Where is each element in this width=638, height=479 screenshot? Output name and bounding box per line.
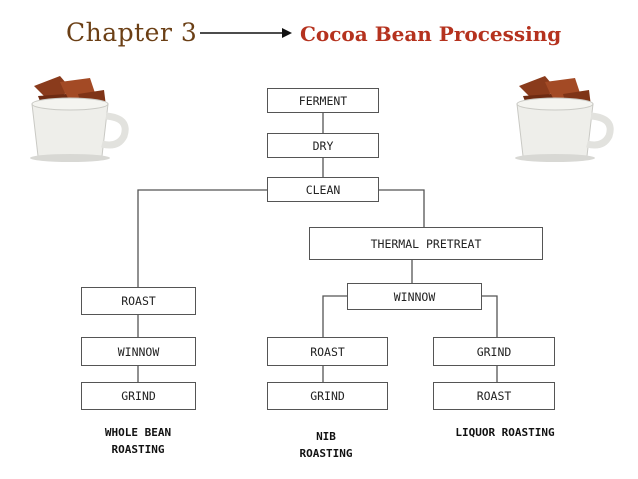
cocoa-cup-icon [515, 76, 614, 162]
step-grind-right: GRIND [433, 337, 555, 366]
step-roast-mid: ROAST [267, 337, 388, 366]
step-dry: DRY [267, 133, 379, 158]
label-line: NIB [316, 430, 336, 443]
arrow-right-icon [200, 28, 292, 38]
step-roast-right: ROAST [433, 382, 555, 410]
step-thermal-pretreat: THERMAL PRETREAT [309, 227, 543, 260]
label-line: WHOLE BEAN [104, 426, 172, 439]
step-roast-left: ROAST [81, 287, 196, 315]
step-winnow-left: WINNOW [81, 337, 196, 366]
label-line: ROASTING [111, 443, 165, 456]
step-ferment: FERMENT [267, 88, 379, 113]
cocoa-cup-icon [30, 76, 129, 162]
label-nib-roasting: NIB ROASTING [276, 428, 376, 462]
step-clean: CLEAN [267, 177, 379, 202]
label-line: ROASTING [299, 447, 353, 460]
chapter-title: Chapter 3 [66, 18, 198, 47]
label-whole-bean-roasting: WHOLE BEAN ROASTING [82, 424, 194, 458]
topic-title: Cocoa Bean Processing [300, 22, 562, 46]
label-line: LIQUOR ROASTING [455, 426, 555, 439]
step-grind-left: GRIND [81, 382, 196, 410]
step-winnow-center: WINNOW [347, 283, 482, 310]
step-grind-mid: GRIND [267, 382, 388, 410]
label-liquor-roasting: LIQUOR ROASTING [435, 424, 575, 441]
